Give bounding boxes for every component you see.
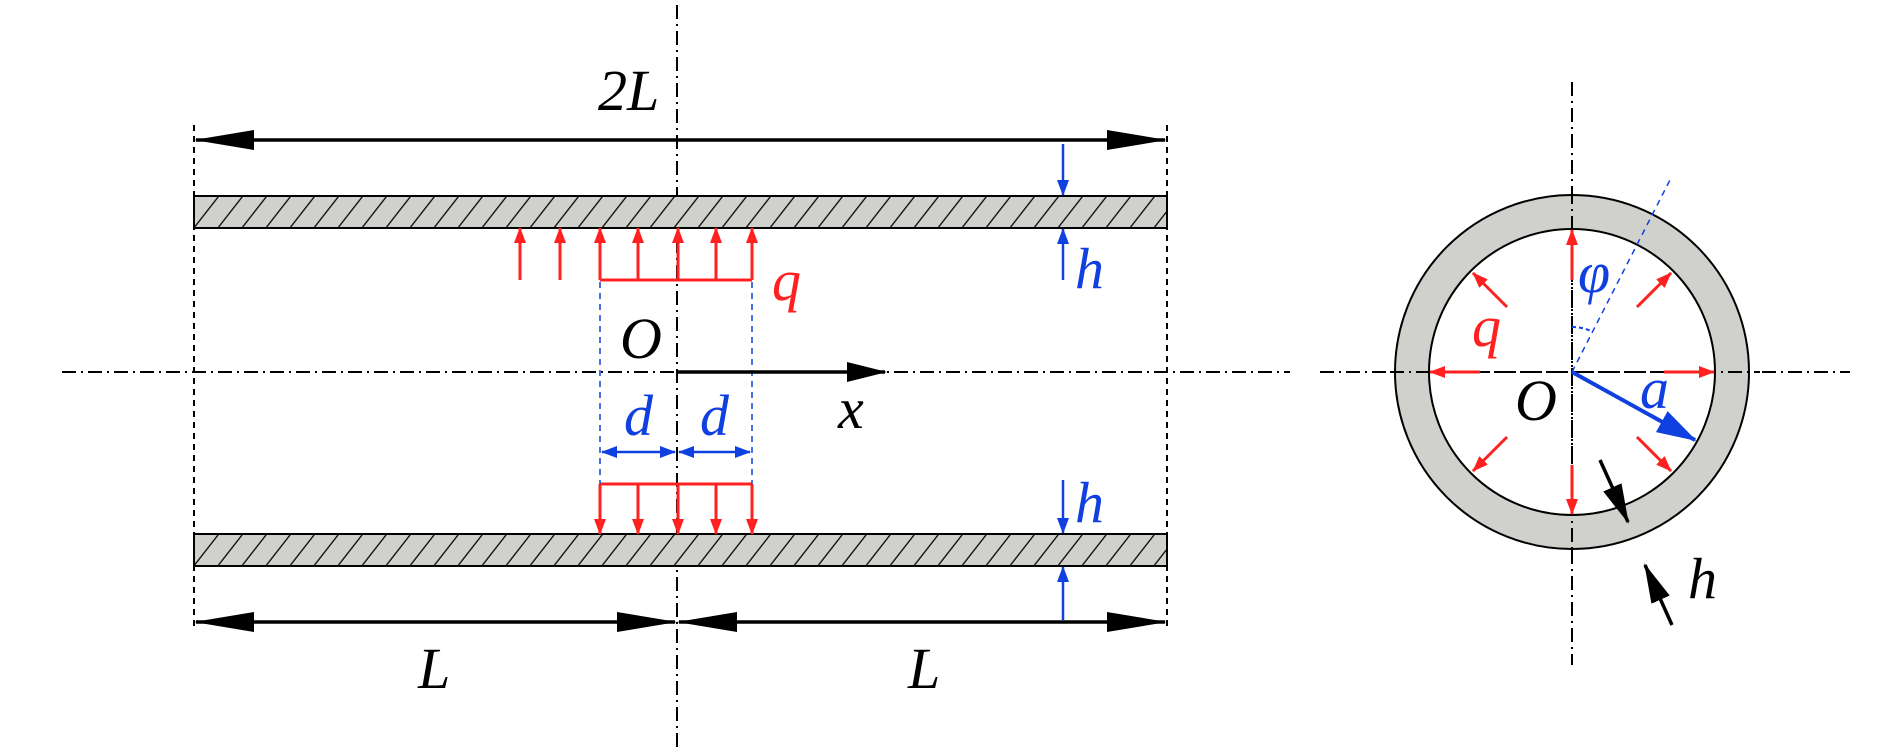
- ring-thickness-arrow-outer: [1643, 563, 1674, 626]
- total-length-label: 2L: [598, 58, 659, 123]
- ring-origin-label: O: [1515, 368, 1557, 433]
- top-wall-hatch: [194, 196, 1167, 228]
- x-axis-label: x: [837, 376, 864, 441]
- right-half-width-label: d: [700, 383, 730, 448]
- ring-thickness-arrow-inner: [1598, 459, 1630, 524]
- angle-label: φ: [1578, 240, 1610, 305]
- bottom-thickness-label: h: [1075, 470, 1104, 535]
- left-half-width-label: d: [624, 383, 654, 448]
- longitudinal-origin-label: O: [620, 306, 662, 371]
- radius-label: a: [1640, 356, 1669, 421]
- longitudinal-section: 2L L L q: [62, 5, 1290, 750]
- ring-thickness-label: h: [1688, 546, 1717, 611]
- angle-arc: [1571, 325, 1594, 333]
- right-length-label: L: [907, 636, 940, 701]
- radius-arrow: [1571, 370, 1697, 442]
- ring-pressure-label: q: [1472, 294, 1501, 359]
- angle-reference-line: [1571, 175, 1673, 373]
- top-pressure-label: q: [772, 248, 801, 313]
- top-pressure-load: [514, 227, 758, 282]
- ring-pressure-load: [1429, 229, 1715, 515]
- bottom-wall-hatch: [194, 534, 1167, 566]
- top-thickness-label: h: [1075, 236, 1104, 301]
- bottom-pressure-load: [594, 482, 758, 535]
- left-length-label: L: [417, 636, 450, 701]
- cross-section: q φ a O h: [1320, 82, 1850, 665]
